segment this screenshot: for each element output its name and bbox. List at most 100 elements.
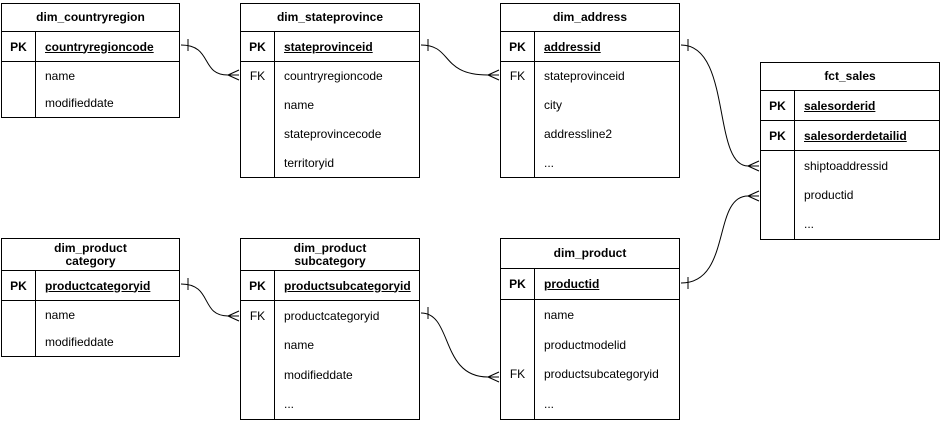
- fk-label: FK: [501, 62, 535, 91]
- table-dim-product[interactable]: dim_product PK productid name productmod…: [500, 238, 680, 420]
- table-row: FK countryregioncode: [241, 62, 419, 91]
- field-name: ...: [544, 155, 555, 170]
- key-label: [501, 90, 535, 120]
- key-label: [501, 148, 535, 177]
- table-dim-countryregion[interactable]: dim_countryregion PK countryregioncode n…: [1, 3, 180, 118]
- table-title: dim_product: [501, 239, 679, 269]
- table-title: fct_sales: [761, 63, 939, 91]
- table-row: stateprovincecode: [241, 119, 419, 149]
- table-fct-sales[interactable]: fct_sales PK salesorderid PK salesorderd…: [760, 62, 940, 240]
- key-label: [2, 328, 36, 356]
- key-label: [2, 89, 36, 117]
- key-label: [761, 209, 795, 239]
- table-row: name: [241, 90, 419, 120]
- field-name: productid: [544, 277, 600, 291]
- many-marker: [487, 371, 500, 383]
- table-row: ...: [761, 209, 939, 239]
- field-name: countryregioncode: [45, 39, 154, 54]
- pk-label: PK: [241, 271, 275, 300]
- relationship-product-fctsales[interactable]: [680, 190, 760, 289]
- table-row: name: [241, 330, 419, 360]
- field-name: name: [284, 338, 315, 353]
- field-name: stateprovinceid: [544, 69, 625, 84]
- field-name: productid: [804, 187, 854, 202]
- table-row: ...: [501, 148, 679, 177]
- pk-label: PK: [2, 271, 36, 300]
- table-row: PK addressid: [501, 32, 679, 62]
- table-dim-product-category[interactable]: dim_product category PK productcategoryi…: [1, 238, 180, 357]
- table-row: name: [2, 301, 179, 329]
- table-title: dim_stateprovince: [241, 4, 419, 32]
- many-marker: [227, 310, 240, 322]
- field-name: stateprovinceid: [284, 39, 373, 54]
- relationship-countryregion-stateprovince[interactable]: [180, 39, 240, 81]
- table-row: PK salesorderid: [761, 91, 939, 121]
- relationship-productsubcategory-product[interactable]: [420, 307, 500, 383]
- field-name: productsubcategoryid: [284, 278, 411, 293]
- fk-label: FK: [241, 301, 275, 331]
- table-row: PK countryregioncode: [2, 32, 179, 62]
- table-title: dim_address: [501, 4, 679, 32]
- key-label: [2, 62, 36, 90]
- field-name: modifieddate: [45, 335, 114, 350]
- table-row: PK productsubcategoryid: [241, 271, 419, 301]
- field-name: productsubcategoryid: [544, 367, 659, 382]
- pk-label: PK: [241, 32, 275, 61]
- table-title: dim_product subcategory: [241, 239, 419, 271]
- pk-label: PK: [2, 32, 36, 61]
- table-dim-address[interactable]: dim_address PK addressid FK stateprovinc…: [500, 3, 680, 178]
- field-name: modifieddate: [45, 96, 114, 111]
- field-name: city: [544, 98, 562, 113]
- edge-line: [180, 283, 239, 317]
- table-dim-product-subcategory[interactable]: dim_product subcategory PK productsubcat…: [240, 238, 420, 420]
- relationship-stateprovince-address[interactable]: [420, 39, 500, 81]
- table-row: productmodelid: [501, 329, 679, 360]
- field-name: name: [45, 68, 76, 83]
- table-row: PK productcategoryid: [2, 271, 179, 301]
- key-label: [761, 151, 795, 181]
- relationship-address-fctsales[interactable]: [680, 39, 760, 172]
- key-label: [241, 330, 275, 360]
- table-dim-stateprovince[interactable]: dim_stateprovince PK stateprovinceid FK …: [240, 3, 420, 178]
- table-row: FK productsubcategoryid: [501, 359, 679, 390]
- table-row: FK stateprovinceid: [501, 62, 679, 91]
- many-marker: [747, 190, 760, 202]
- key-label: [501, 300, 535, 330]
- fk-label: FK: [501, 359, 535, 390]
- key-label: [501, 119, 535, 149]
- key-label: [241, 119, 275, 149]
- field-name: name: [284, 98, 315, 113]
- field-name: addressline2: [544, 126, 613, 141]
- edge-line: [680, 195, 759, 284]
- pk-label: PK: [761, 91, 795, 120]
- pk-label: PK: [761, 121, 795, 150]
- table-row: name: [501, 300, 679, 330]
- table-row: shiptoaddressid: [761, 151, 939, 181]
- edge-line: [420, 44, 499, 76]
- edge-line: [680, 44, 759, 167]
- table-row: PK stateprovinceid: [241, 32, 419, 62]
- field-name: salesorderdetailid: [804, 128, 907, 143]
- key-label: [241, 148, 275, 177]
- relationship-productcategory-productsubcategory[interactable]: [180, 278, 240, 322]
- table-row: FK productcategoryid: [241, 301, 419, 331]
- field-name: ...: [804, 217, 815, 232]
- pk-label: PK: [501, 32, 535, 61]
- edge-line: [420, 312, 499, 378]
- table-row: PK productid: [501, 269, 679, 300]
- field-name: modifieddate: [284, 367, 353, 382]
- key-label: [761, 180, 795, 210]
- key-label: [501, 389, 535, 419]
- table-row: modifieddate: [2, 89, 179, 117]
- field-name: ...: [284, 397, 295, 412]
- field-name: countryregioncode: [284, 69, 383, 84]
- key-label: [2, 301, 36, 329]
- key-label: [501, 329, 535, 360]
- table-title: dim_countryregion: [2, 4, 179, 32]
- table-row: addressline2: [501, 119, 679, 149]
- many-marker: [227, 69, 240, 81]
- key-label: [241, 389, 275, 419]
- many-marker: [747, 160, 760, 172]
